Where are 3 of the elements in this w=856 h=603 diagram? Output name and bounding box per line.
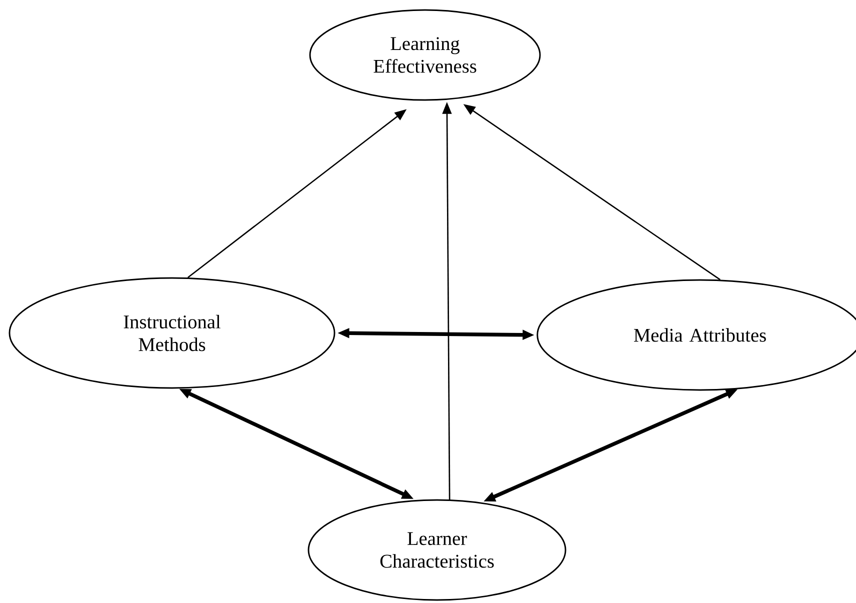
ellipse-node: Learning Effectiveness bbox=[309, 9, 541, 101]
ellipse-node: Instructional Methods bbox=[8, 277, 336, 389]
ellipse-node: Learner Characteristics bbox=[308, 499, 566, 601]
